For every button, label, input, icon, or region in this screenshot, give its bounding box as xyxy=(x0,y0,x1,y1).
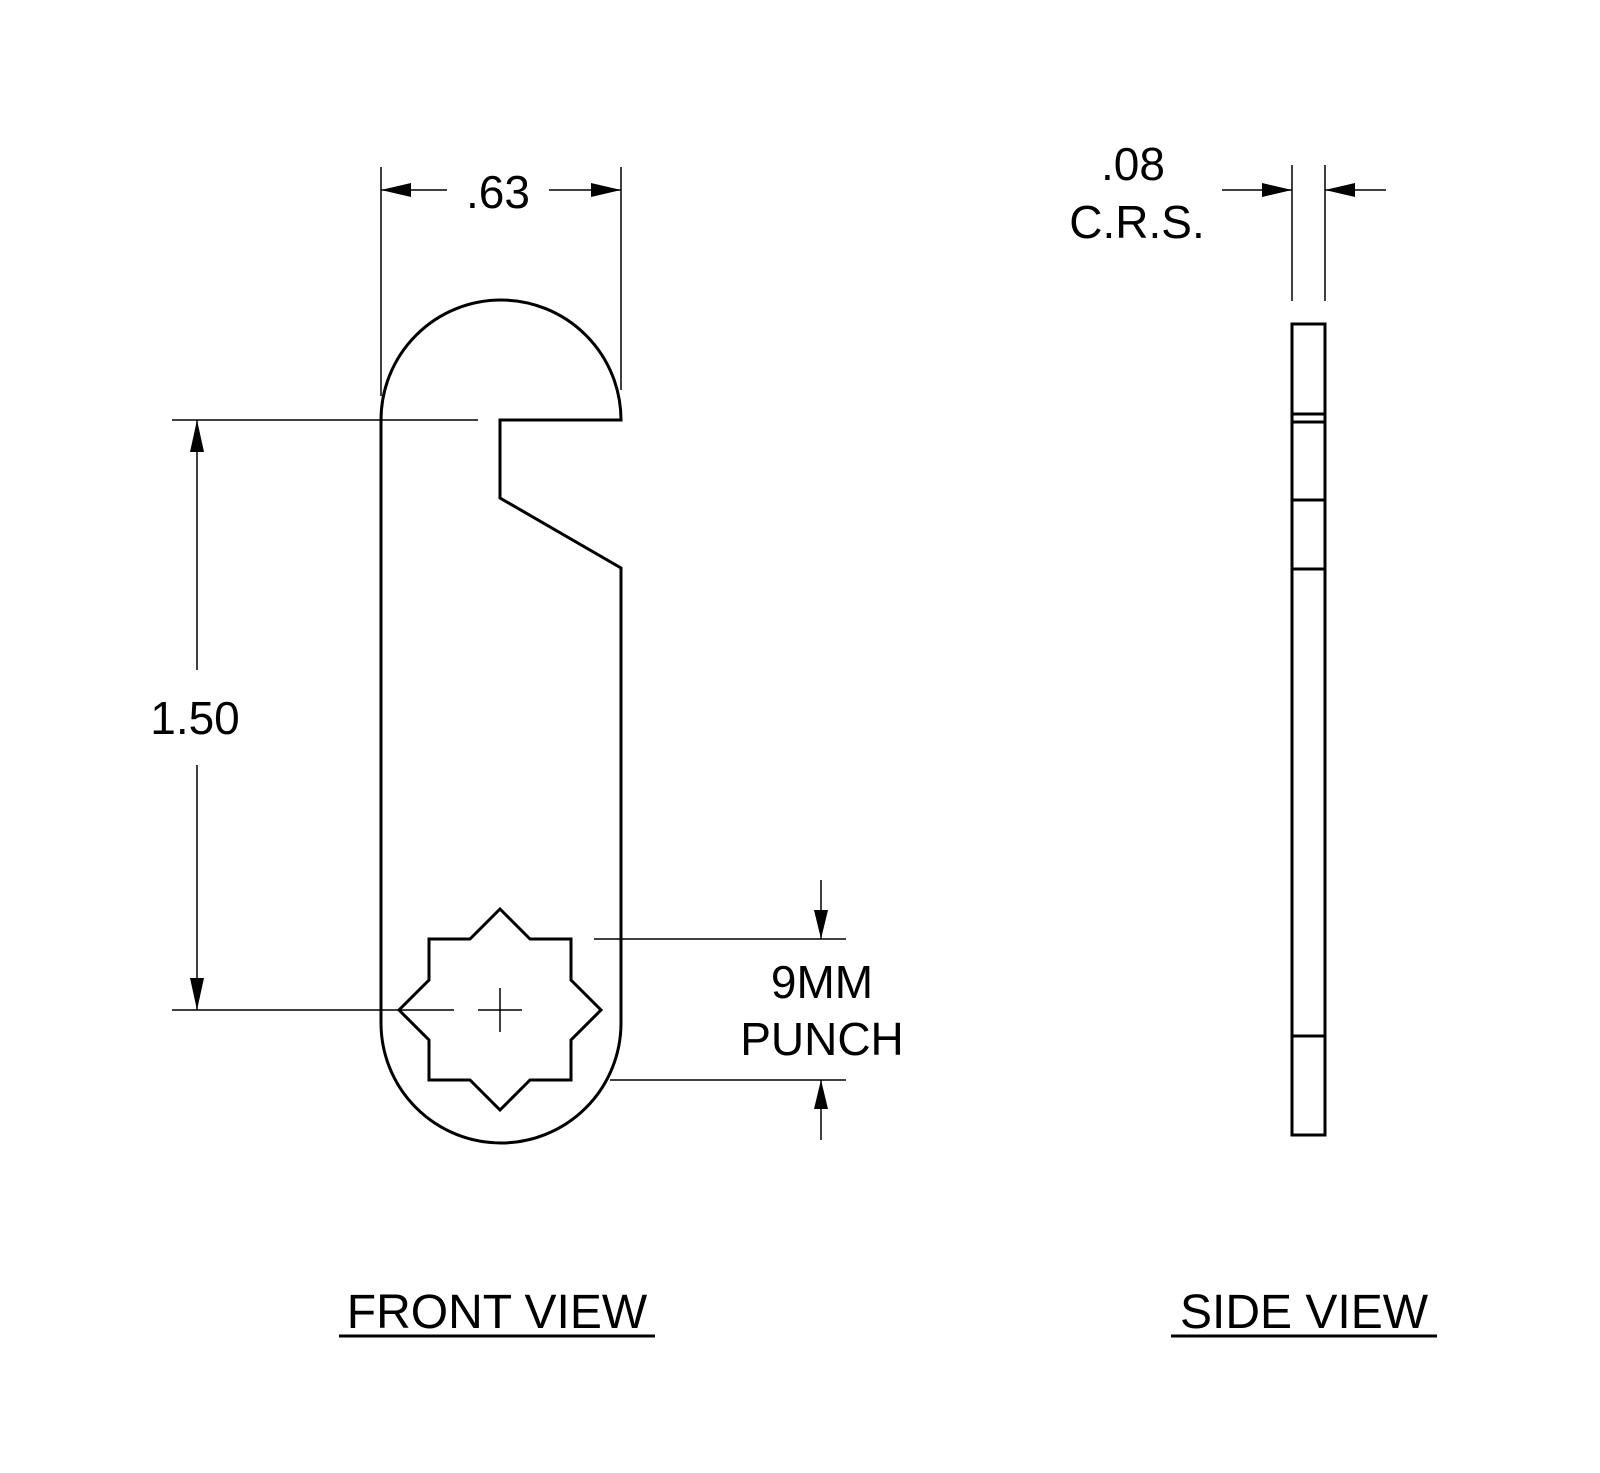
width-dimension-label: .63 xyxy=(466,166,530,218)
front-view: .63 1.50 9MM PUNCH FRONT VIEW xyxy=(150,166,904,1339)
star-punch-outline xyxy=(396,906,604,1113)
thickness-arrow-right xyxy=(1325,183,1355,197)
thickness-arrow-left xyxy=(1262,183,1292,197)
cam-outline xyxy=(379,298,623,1145)
height-dimension-label: 1.50 xyxy=(150,692,240,744)
width-dimension: .63 xyxy=(380,166,622,396)
punch-dimension: 9MM PUNCH xyxy=(594,880,904,1140)
height-arrow-bottom xyxy=(190,978,204,1010)
punch-label-line1: 9MM xyxy=(771,956,873,1008)
material-label: C.R.S. xyxy=(1069,196,1204,248)
side-view: .08 C.R.S. SIDE VIEW xyxy=(1069,138,1437,1339)
thickness-dimension: .08 C.R.S. xyxy=(1069,138,1386,301)
punch-label-line2: PUNCH xyxy=(740,1013,904,1065)
thickness-dimension-label: .08 xyxy=(1101,138,1165,190)
punch-arrow-top xyxy=(814,910,828,939)
side-view-title: SIDE VIEW xyxy=(1180,1286,1429,1339)
width-arrow-left xyxy=(381,183,411,197)
front-view-title: FRONT VIEW xyxy=(347,1286,648,1339)
height-arrow-top xyxy=(190,420,204,452)
punch-arrow-bottom xyxy=(814,1080,828,1109)
height-dimension: 1.50 xyxy=(150,419,478,1011)
width-arrow-right xyxy=(591,183,621,197)
side-profile xyxy=(1290,322,1327,1137)
